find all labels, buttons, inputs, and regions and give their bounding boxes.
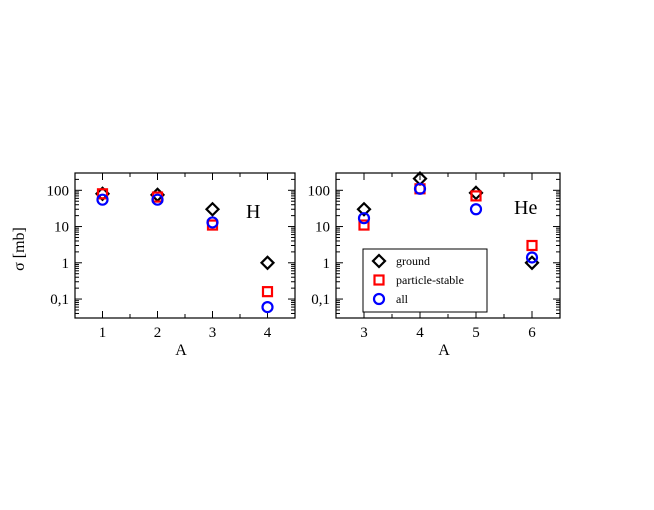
panel-1-particle-stable-point <box>261 286 274 298</box>
panel-2-x-tick-label: 3 <box>360 325 368 341</box>
panel-2-all-point <box>413 182 427 195</box>
panel-2-x-tick-label: 5 <box>472 325 480 341</box>
panel-1-y-tick-label: 1 <box>62 256 70 272</box>
panel-2-x-tick-label: 4 <box>416 325 424 341</box>
panel-1-x-tick-label: 4 <box>264 325 272 341</box>
panel-1-y-tick-label: 0,1 <box>50 292 69 308</box>
panel-1-x-tick-label: 3 <box>209 325 217 341</box>
legend-label-all: all <box>396 292 409 306</box>
panel-2-particle-stable-point <box>358 219 370 231</box>
panel-1-all-point <box>96 193 109 206</box>
panel-1-ground-point <box>259 255 276 271</box>
panel-2-label: He <box>514 197 537 219</box>
legend-label-particle-stable: particle-stable <box>396 273 464 287</box>
panel-1-y-tick-label: 100 <box>47 183 70 199</box>
panel-1-all-point <box>151 193 164 206</box>
panel-1-all-point <box>206 216 219 229</box>
panel-1-ground-point <box>204 201 221 217</box>
panel-1-x-axis-label: A <box>175 342 187 359</box>
panel-2-ground-point <box>356 201 372 217</box>
panel-2-y-tick-label: 1 <box>323 256 331 272</box>
legend-marker-all <box>372 292 386 306</box>
panel-2-y-tick-label: 100 <box>308 183 331 199</box>
panel-1-particle-stable-point <box>96 188 109 200</box>
panel-1-all-point <box>261 300 274 314</box>
panel-2-all-point <box>525 251 539 264</box>
legend-marker-ground <box>371 253 387 269</box>
y-axis-label: σ [mb] <box>11 227 28 271</box>
panel-1-y-tick-label: 10 <box>54 220 69 236</box>
panel-2-x-tick-label: 6 <box>528 325 536 341</box>
panel-2-y-tick-label: 0,1 <box>311 292 330 308</box>
panel-1-x-tick-label: 1 <box>99 325 107 341</box>
panel-2-x-axis-label: A <box>438 342 450 359</box>
legend-label-ground: ground <box>396 254 430 268</box>
panel-2-y-tick-label: 10 <box>315 220 330 236</box>
panel-2-particle-stable-point <box>470 190 482 202</box>
panel-2-all-point <box>357 212 371 225</box>
panel-2-all-point <box>469 203 483 216</box>
legend-marker-particle-stable <box>373 274 385 286</box>
panel-1-x-tick-label: 2 <box>154 325 162 341</box>
panel-1-label: H <box>246 201 260 223</box>
panel-2-particle-stable-point <box>526 239 538 252</box>
